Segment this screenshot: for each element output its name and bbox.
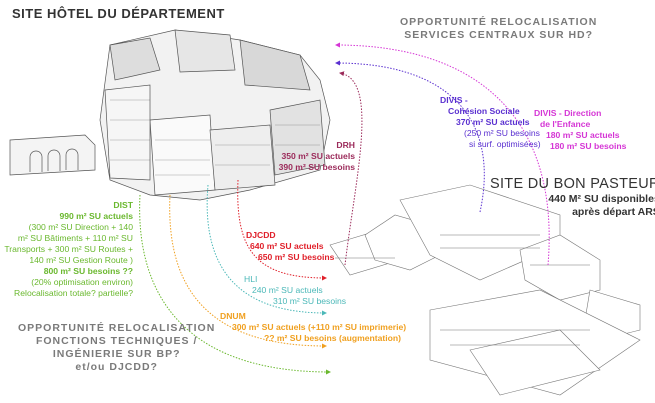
service-name: DRH <box>336 140 355 150</box>
detail-line: (300 m² SU Direction + 140 <box>28 222 133 232</box>
hotel-site-title: SITE HÔTEL DU DÉPARTEMENT <box>12 6 225 21</box>
detail-line: (20% optimisation environ) <box>31 277 133 287</box>
current-area: 990 m² SU actuels <box>59 211 133 221</box>
current-area: 240 m² SU actuels <box>252 285 323 295</box>
service-name: de l'Enfance <box>540 119 591 129</box>
service-name: DIVIS - Direction <box>534 108 602 118</box>
enfance-label: DIVIS - Direction de l'Enfance 180 m² SU… <box>534 108 626 152</box>
title-line: et/ou DJCDD? <box>75 361 158 373</box>
subtitle-line: après départ ARS <box>572 206 655 218</box>
title-line: INGÉNIERIE SUR BP? <box>52 348 181 360</box>
arrow-enfance <box>335 42 550 266</box>
services-opportunity-title: OPPORTUNITÉ RELOCALISATION SERVICES CENT… <box>400 16 597 42</box>
needed-area: 310 m² SU besoins <box>273 296 347 306</box>
service-name: Cohésion Sociale <box>448 106 520 116</box>
needed-area: 390 m² SU besoins <box>278 162 355 172</box>
current-area: 350 m² SU actuels <box>281 151 355 161</box>
arrow-dnum <box>169 194 327 349</box>
needed-area: ?? m² SU besoins (augmentation) <box>264 333 402 343</box>
service-name: DIST <box>113 200 133 210</box>
detail-line: m² SU Bâtiments + 110 m² SU <box>17 233 133 243</box>
cohesion-sociale-label: DIVIS - Cohésion Sociale 370 m² SU actue… <box>440 95 541 150</box>
title-line: SERVICES CENTRAUX SUR HD? <box>404 29 594 41</box>
arrow-drh <box>339 71 363 266</box>
service-name: HLI <box>244 274 258 284</box>
detail-line: Relocalisation totale? partielle? <box>14 288 133 298</box>
current-area: 640 m² SU actuels <box>250 241 324 251</box>
current-area: 370 m² SU actuels <box>456 117 530 127</box>
drh-label: DRH 350 m² SU actuels 390 m² SU besoins <box>279 140 355 173</box>
arrow-cohesion <box>335 60 485 213</box>
service-name: DNUM <box>220 311 246 321</box>
technical-opportunity-title: OPPORTUNITÉ RELOCALISATION FONCTIONS TEC… <box>18 322 215 374</box>
needed-area: (250 m² SU besoins <box>464 128 540 138</box>
hotel-buildings-illustration <box>9 29 331 201</box>
detail-line: si surf. optimisées) <box>469 139 541 149</box>
bon-pasteur-title: SITE DU BON PASTEUR 440 M² SU disponible… <box>490 176 655 219</box>
hli-label: HLI 240 m² SU actuels 310 m² SU besoins <box>244 274 346 307</box>
detail-line: Transports + 300 m² SU Routes + <box>4 244 133 254</box>
detail-line: 140 m² SU Gestion Route ) <box>29 255 133 265</box>
arrow-dist <box>139 194 331 375</box>
relocation-arrows <box>139 42 550 375</box>
subtitle-line: 440 M² SU disponibles <box>548 193 655 205</box>
title-line: OPPORTUNITÉ RELOCALISATION <box>18 322 216 334</box>
title-line: OPPORTUNITÉ RELOCALISATION <box>400 16 598 28</box>
service-name: DIVIS - <box>440 95 468 105</box>
dist-label: DIST 990 m² SU actuels (300 m² SU Direct… <box>4 200 133 299</box>
current-area: 180 m² SU actuels <box>546 130 620 140</box>
title-line: FONCTIONS TECHNIQUES / <box>35 335 198 347</box>
service-name: DJCDD <box>246 230 276 240</box>
bon-pasteur-buildings-illustration <box>329 184 641 396</box>
current-area: 300 m² SU actuels (+110 m² SU imprimerie… <box>232 322 407 332</box>
needed-area: 650 m² SU besoins <box>258 252 335 262</box>
title-line: SITE DU BON PASTEUR <box>490 176 655 192</box>
needed-area: 800 m² SU besoins ?? <box>43 266 133 276</box>
needed-area: 180 m² SU besoins <box>550 141 627 151</box>
dnum-label: DNUM 300 m² SU actuels (+110 m² SU impri… <box>220 311 406 344</box>
djcdd-label: DJCDD 640 m² SU actuels 650 m² SU besoin… <box>246 230 334 263</box>
arrow-djcdd <box>237 179 327 281</box>
